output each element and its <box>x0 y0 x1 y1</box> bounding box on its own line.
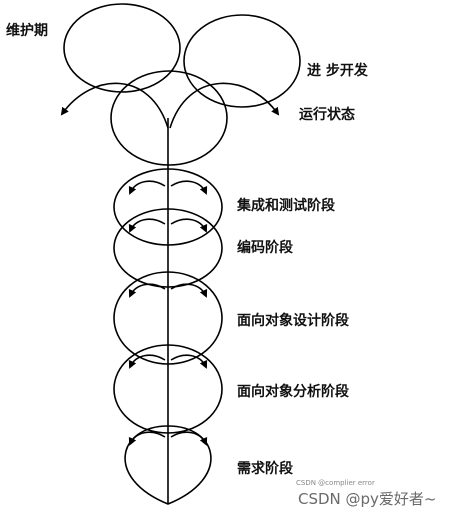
right-return-arrow <box>169 82 280 129</box>
watermark-big: CSDN @py爱好者~ <box>298 490 437 508</box>
oo-design-arrows <box>128 283 208 298</box>
left-return-arrow <box>60 82 169 129</box>
integration-circle <box>113 168 223 246</box>
label-requirements: 需求阶段 <box>237 461 293 477</box>
coding-arrows <box>128 218 208 233</box>
label-coding: 编码阶段 <box>237 240 293 256</box>
coding-circle <box>113 208 223 288</box>
label-maintenance: 维护期 <box>6 23 48 39</box>
oo-analysis-circle <box>113 344 223 434</box>
label-further-dev: 进 步开发 <box>307 63 368 79</box>
label-running: 运行状态 <box>299 107 355 123</box>
label-oo-design: 面向对象设计阶段 <box>237 313 349 329</box>
oo-analysis-arrows <box>128 354 208 369</box>
further-dev-ellipse <box>183 14 301 108</box>
integration-arrows <box>128 180 208 195</box>
label-integration-test: 集成和测试阶段 <box>237 198 335 214</box>
watermark-small: CSDN @complier error <box>296 479 375 487</box>
requirements-arrows <box>128 431 208 446</box>
running-ellipse <box>110 70 228 166</box>
label-oo-analysis: 面向对象分析阶段 <box>237 384 349 400</box>
oo-design-circle <box>113 271 223 365</box>
maintenance-ellipse <box>63 3 181 93</box>
